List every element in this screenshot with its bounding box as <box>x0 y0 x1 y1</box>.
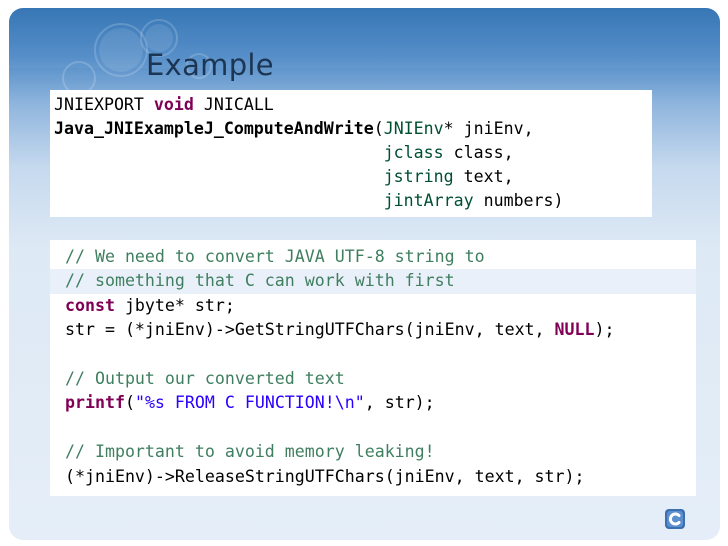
code-line: JNIEXPORT void JNICALL <box>54 93 652 117</box>
code-token: JNIEXPORT <box>54 95 154 114</box>
code-keyword: NULL <box>554 320 595 340</box>
code-token: jbyte* str; <box>114 295 235 315</box>
code-line: jintArray numbers) <box>54 189 652 213</box>
code-keyword: const <box>65 295 115 315</box>
code-indent <box>54 143 384 162</box>
code-type: jstring <box>383 167 454 186</box>
function-name: Java_JNIExampleJ_ComputeAndWrite <box>54 119 374 138</box>
code-token: ( <box>124 393 135 413</box>
code-comment: // We need to convert JAVA UTF-8 string … <box>65 247 485 266</box>
code-token: , str); <box>364 393 435 413</box>
code-string: "%s FROM C FUNCTION!\n" <box>134 393 365 413</box>
code-line: const jbyte* str; <box>65 294 696 318</box>
code-line: str = (*jniEnv)->GetStringUTFChars(jniEn… <box>65 318 696 342</box>
code-type: jclass <box>383 143 444 162</box>
code-token: ( <box>373 119 384 138</box>
code-blank-line <box>65 416 696 440</box>
slide-title: Example <box>146 48 274 82</box>
code-comment: // Important to avoid memory leaking! <box>65 442 435 462</box>
code-line: jstring text, <box>54 165 652 189</box>
code-type: jintArray <box>383 191 474 210</box>
code-token: * jniEnv, <box>443 119 534 138</box>
code-line: printf("%s FROM C FUNCTION!\n", str); <box>65 391 696 415</box>
code-line: Java_JNIExampleJ_ComputeAndWrite(JNIEnv*… <box>54 117 652 141</box>
function-body-code-block: // We need to convert JAVA UTF-8 string … <box>50 240 696 496</box>
code-line: (*jniEnv)->ReleaseStringUTFChars(jniEnv,… <box>65 466 585 486</box>
code-function-call: printf <box>65 393 125 413</box>
code-token: text, <box>453 167 514 186</box>
code-blank-line <box>65 343 696 367</box>
code-token: ); <box>594 320 615 340</box>
code-token: class, <box>443 143 514 162</box>
code-type: JNIEnv <box>383 119 444 138</box>
code-indent <box>54 167 384 186</box>
c-language-logo-icon <box>665 509 685 529</box>
code-token: numbers) <box>473 191 564 210</box>
code-keyword: void <box>153 95 194 114</box>
code-token: str = (*jniEnv)->GetStringUTFChars(jniEn… <box>65 320 555 340</box>
code-comment: // Output our converted text <box>65 368 345 388</box>
code-comment-highlighted: // something that C can work with first <box>50 269 696 294</box>
decorative-background-graphic <box>9 8 720 95</box>
code-token: JNICALL <box>193 95 274 114</box>
code-indent <box>54 191 384 210</box>
code-line: jclass class, <box>54 141 652 165</box>
